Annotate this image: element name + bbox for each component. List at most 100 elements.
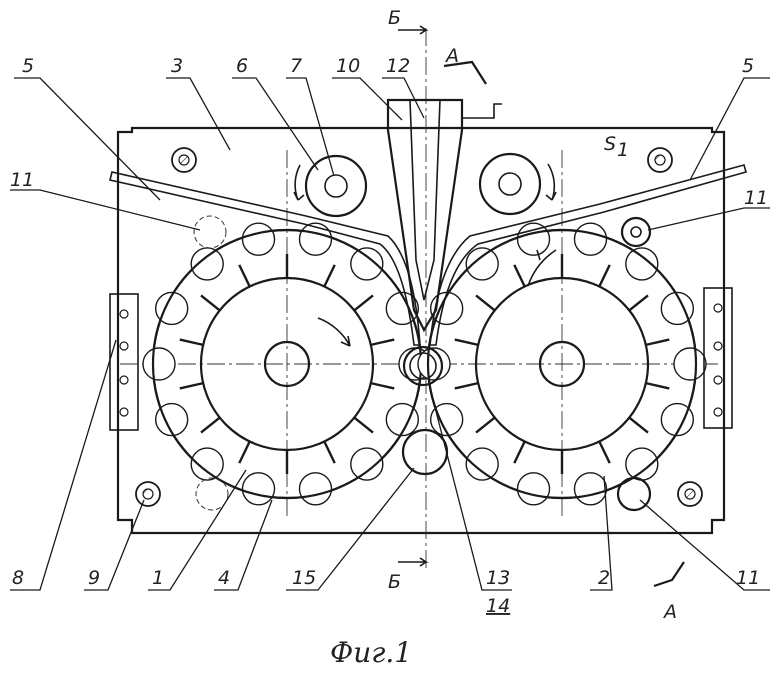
roller-pocket (673, 347, 707, 381)
label-leader-line (10, 339, 117, 591)
label-leader-line (148, 469, 247, 591)
bracket-hole (713, 341, 723, 351)
label-s: S (604, 133, 616, 155)
label-4: 4 (218, 567, 230, 589)
label-leader-line (429, 387, 512, 591)
tension-roller-left-top (193, 215, 227, 249)
roller-tooth (645, 381, 670, 390)
roller-tooth (475, 416, 496, 434)
right-shaft (538, 340, 586, 388)
roller-tooth (323, 440, 336, 464)
support-roller (401, 428, 449, 476)
roller-tooth (513, 264, 526, 288)
label-6: 6 (236, 55, 248, 77)
roller-tooth (179, 338, 204, 347)
bracket-hole (713, 303, 723, 313)
roller-tooth (353, 294, 374, 312)
figure-caption: Фиг.1 (330, 636, 412, 669)
bracket-hole (119, 309, 129, 319)
roller-tooth (238, 264, 251, 288)
label-leader-line (382, 77, 425, 119)
pressing-roller-right (478, 152, 557, 216)
label-leader-line (639, 499, 770, 591)
roller-tooth (238, 440, 251, 464)
roller-pocket (241, 472, 276, 506)
section-b-top: Б (388, 7, 401, 29)
bracket-hole (713, 407, 723, 417)
section-a-top: A (444, 45, 459, 67)
roller-tooth (475, 294, 496, 312)
label-7: 7 (290, 55, 302, 77)
right-roller (417, 222, 707, 506)
left-roller (142, 222, 432, 506)
label-s-index: 1 (617, 139, 629, 161)
label-leader-line (286, 77, 335, 177)
roller-tooth (454, 381, 479, 390)
roller-pocket (465, 447, 499, 481)
section-a-bottom: A (662, 601, 677, 623)
roller-tooth (200, 294, 221, 312)
roller-tooth (179, 381, 204, 390)
roller-tooth (513, 440, 526, 464)
roller-tooth (200, 416, 221, 434)
label-leader-line (14, 77, 161, 201)
label-5-left: 5 (22, 55, 34, 77)
roller-tooth (353, 416, 374, 434)
product-rod (402, 345, 444, 387)
roller-pocket (573, 222, 608, 256)
label-leader-line (332, 77, 403, 121)
tension-roller-right-top (620, 216, 652, 248)
label-leader-line (232, 77, 319, 171)
label-leader-line (647, 207, 770, 231)
roller-pocket (350, 247, 384, 281)
label-13: 13 (486, 567, 510, 589)
nozzle (386, 98, 502, 333)
roller-tooth (598, 440, 611, 464)
label-leader-line (214, 499, 273, 591)
roller-pocket (298, 472, 333, 506)
label-leader-line (590, 475, 613, 591)
label-10: 10 (336, 55, 360, 77)
roller-tooth (628, 416, 649, 434)
roller-pocket (573, 472, 608, 506)
label-leader-line (689, 77, 770, 181)
roller-pocket (516, 472, 551, 506)
label-5-right: 5 (742, 55, 754, 77)
section-b-bottom: Б (388, 571, 401, 593)
roller-pocket (465, 247, 499, 281)
roller-pocket (190, 247, 224, 281)
label-leader-line (10, 189, 201, 231)
label-leader-line (286, 467, 415, 591)
base-plate (116, 126, 726, 535)
roller-pocket (625, 447, 659, 481)
roller-pocket (142, 347, 176, 381)
bracket-left (109, 293, 139, 431)
label-11-right-bottom: 11 (736, 567, 760, 589)
roller-tooth (370, 338, 395, 347)
bracket-hole (119, 341, 129, 351)
bracket-hole (119, 407, 129, 417)
roller-pocket (350, 447, 384, 481)
roller-pocket (241, 222, 276, 256)
label-14: 14 (486, 595, 510, 617)
label-3: 3 (171, 55, 183, 77)
label-8: 8 (12, 567, 24, 589)
roller-tooth (370, 381, 395, 390)
roller-pocket (385, 402, 420, 437)
bracket-hole (119, 375, 129, 385)
roller-tooth (323, 264, 336, 288)
bracket-hole (713, 375, 723, 385)
pressing-roller-left (293, 154, 368, 218)
label-11-right-top: 11 (744, 187, 768, 209)
tape-left (109, 171, 421, 346)
roller-pocket (516, 222, 551, 256)
roller-pocket (660, 291, 695, 326)
left-shaft (263, 340, 311, 388)
roller-tooth (645, 338, 670, 347)
tension-roller-left-bottom (195, 477, 229, 511)
tension-roller-right-bottom (616, 476, 652, 512)
roller-pocket (625, 247, 659, 281)
roller-pocket (298, 222, 333, 256)
tape-right (429, 164, 747, 346)
